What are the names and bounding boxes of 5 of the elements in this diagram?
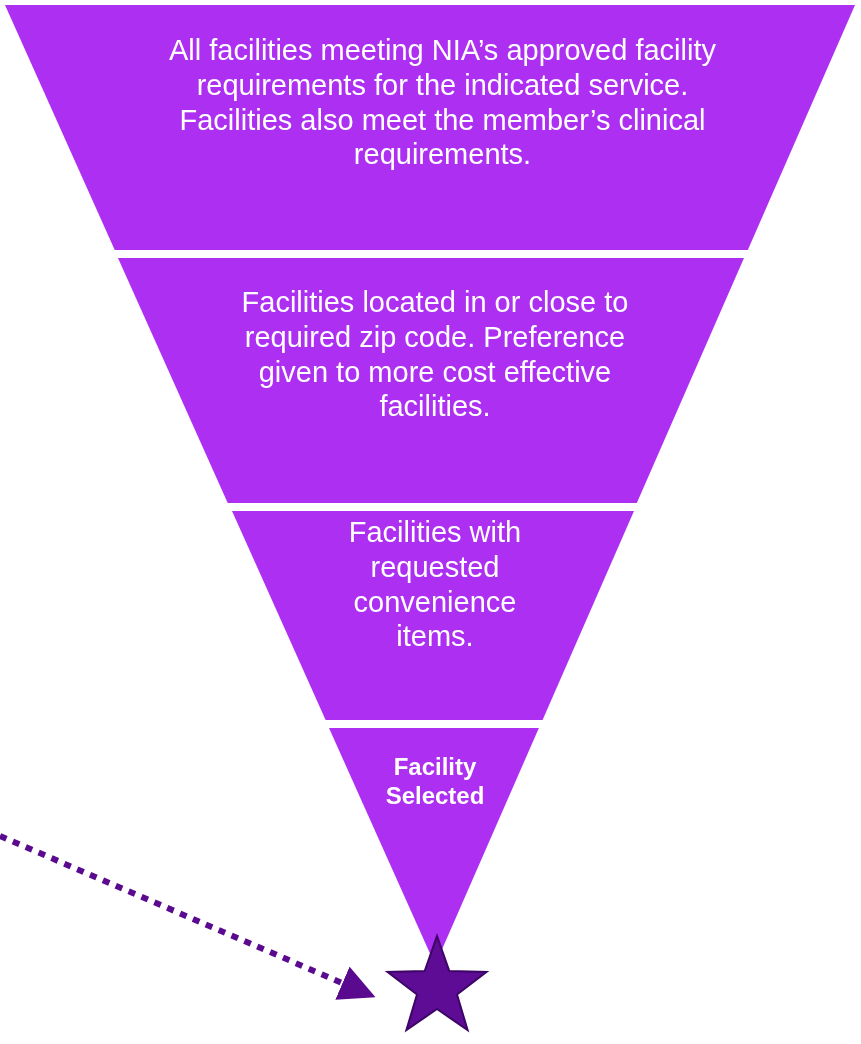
dotted-arrow — [0, 833, 376, 1000]
funnel-text: All facilities meeting NIA’s approved facility requirements for the indicated service. Facilities also meet the member’s clinical requirements. — [168, 33, 717, 173]
funnel-text: Facility Selected — [384, 753, 486, 811]
funnel-text: Facilities with requested convenience items. — [347, 515, 523, 655]
funnel-text: Facilities located in or close to required zip code. Preference given to more cost effective facilities. — [240, 285, 630, 425]
